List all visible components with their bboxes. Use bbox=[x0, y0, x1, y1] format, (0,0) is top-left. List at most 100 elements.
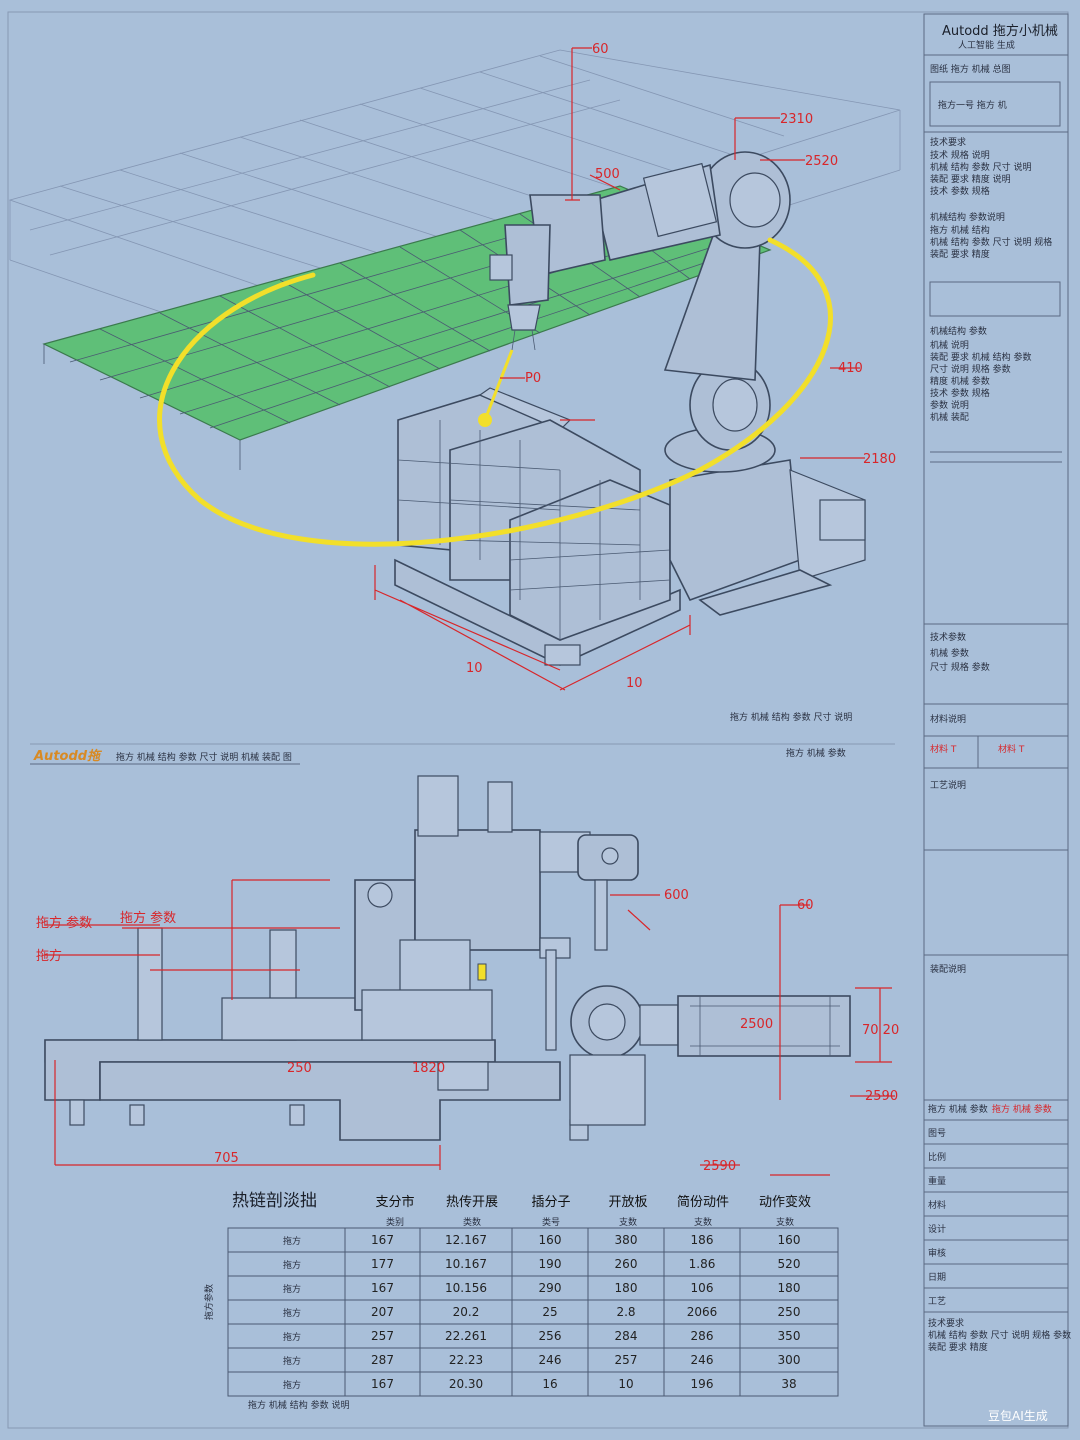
iso-dimensions: 60 2310 2520 500 P0 410 2180 10 10 bbox=[374, 42, 896, 691]
tb-note-line: 机械 结构 参数 尺寸 说明 规格 bbox=[930, 236, 1052, 248]
table-cell: 22.23 bbox=[449, 1353, 483, 1367]
parameter-table: 热链剖淡拙 拖方参数 支分市热传开展插分子开放板简份动件动作变效类别类数类号支数… bbox=[203, 1191, 839, 1411]
table-col-header: 动作变效 bbox=[759, 1194, 811, 1210]
dim-right: 410 bbox=[838, 361, 863, 376]
table-sub-header: 类号 bbox=[542, 1216, 560, 1228]
table-cell: 106 bbox=[691, 1281, 714, 1295]
tb-line1: 图纸 拖方 机械 总图 bbox=[930, 63, 1011, 75]
table-cell: 284 bbox=[615, 1329, 638, 1343]
table-cell: 246 bbox=[539, 1353, 562, 1367]
dim-arm1: 2310 bbox=[780, 112, 813, 127]
dim-top: 60 bbox=[592, 42, 609, 57]
table-cell: 1.86 bbox=[689, 1257, 716, 1271]
tb-note-line: 机械 结构 参数 尺寸 说明 bbox=[930, 161, 1031, 173]
tb-tech-heading: 技术参数 bbox=[930, 631, 966, 643]
tb-brand-sub: 人工智能 生成 bbox=[958, 39, 1015, 51]
table-cell: 2066 bbox=[687, 1305, 718, 1319]
tb-note-line: 技术 参数 规格 bbox=[930, 185, 990, 197]
dim-base: 2590 bbox=[703, 1159, 736, 1174]
dim-left2: 拖方 bbox=[36, 948, 62, 964]
table-side-label: 拖方参数 bbox=[203, 1284, 215, 1320]
pallet-foot bbox=[544, 644, 581, 666]
table-cell: 186 bbox=[691, 1233, 714, 1247]
tb-row-label: 重量 bbox=[928, 1175, 946, 1187]
table-sub-header: 支数 bbox=[776, 1216, 794, 1228]
tb-material-2: 材料 T bbox=[998, 743, 1025, 755]
dim-bottom: 705 bbox=[214, 1151, 239, 1166]
table-cell: 520 bbox=[778, 1257, 801, 1271]
table-col-header: 支分市 bbox=[375, 1194, 414, 1210]
section-bar: Autodd拖 拖方 机械 结构 参数 尺寸 说明 机械 装配 图 拖方 机械 … bbox=[30, 743, 895, 765]
table-cell: 250 bbox=[778, 1305, 801, 1319]
tb-note-line: 精度 机械 参数 bbox=[930, 375, 990, 387]
tb-brand: Autodd 拖方小机械 bbox=[942, 23, 1058, 39]
dim-pallet-width: 10 bbox=[466, 661, 483, 676]
tb-bottom-note: 技术要求 bbox=[928, 1317, 964, 1329]
table-cell: 12.167 bbox=[445, 1233, 487, 1247]
tb-note-line: 装配 要求 机械 结构 参数 bbox=[930, 351, 1031, 363]
main-frame bbox=[99, 1061, 561, 1141]
table-cell: 246 bbox=[691, 1353, 714, 1367]
dim-left3: 拖方 参数 bbox=[120, 910, 176, 926]
table-sub-header: 类数 bbox=[463, 1216, 481, 1228]
tb-note-line: 拖方 机械 结构 bbox=[930, 224, 990, 236]
tb-note-line: 装配 要求 精度 说明 bbox=[930, 173, 1011, 185]
tb-tech-line: 尺寸 规格 参数 bbox=[930, 661, 990, 673]
tb-note-heading-2: 机械结构 参数说明 bbox=[930, 211, 1005, 223]
dim-mid1: 600 bbox=[664, 888, 689, 903]
table-cell: 拖方 bbox=[283, 1283, 301, 1295]
tb-tech-line: 机械 参数 bbox=[930, 647, 969, 659]
dim-p0: P0 bbox=[525, 371, 541, 386]
tool-trajectory bbox=[157, 237, 833, 547]
table-col-header: 简份动件 bbox=[677, 1194, 729, 1210]
section-right-text: 拖方 机械 参数 bbox=[786, 747, 846, 759]
tb-bottom-note: 机械 结构 参数 尺寸 说明 规格 参数 bbox=[928, 1329, 1071, 1341]
table-cell: 180 bbox=[778, 1281, 801, 1295]
table-cell: 拖方 bbox=[283, 1355, 301, 1367]
table-cell: 25 bbox=[542, 1305, 557, 1319]
dim-base: 2180 bbox=[863, 452, 896, 467]
side-dimensions: 拖方 参数 拖方 拖方 参数 705 600 60 70 20 2590 182… bbox=[36, 879, 899, 1176]
robot-pedestal bbox=[669, 459, 801, 601]
table-col-header: 热传开展 bbox=[446, 1195, 498, 1210]
dim-tool: 1820 bbox=[412, 1061, 445, 1076]
isometric-view: 60 2310 2520 500 P0 410 2180 10 10 拖方 机械… bbox=[8, 42, 901, 723]
tb-note-heading-3: 机械结构 参数 bbox=[930, 325, 987, 337]
table-cell: 177 bbox=[371, 1257, 394, 1271]
dim-rail: 250 bbox=[287, 1061, 312, 1076]
table-cell: 180 bbox=[615, 1281, 638, 1295]
table-col-header: 插分子 bbox=[531, 1195, 570, 1210]
table-cell: 拖方 bbox=[283, 1307, 301, 1319]
tb-note-line: 参数 说明 bbox=[930, 399, 969, 411]
table-cell: 167 bbox=[371, 1377, 394, 1391]
tb-note-line: 机械 装配 bbox=[930, 411, 969, 423]
tb-bottom-heading: 拖方 机械 参数 bbox=[928, 1103, 988, 1115]
table-cell: 拖方 bbox=[283, 1259, 301, 1271]
tb-row-label: 设计 bbox=[928, 1223, 946, 1235]
table-cell: 287 bbox=[371, 1353, 394, 1367]
table-cell: 10.167 bbox=[445, 1257, 487, 1271]
table-cell: 300 bbox=[778, 1353, 801, 1367]
dim-right2: 70 20 bbox=[862, 1023, 899, 1038]
table-cell: 10.156 bbox=[445, 1281, 487, 1295]
tb-row-label: 日期 bbox=[928, 1272, 946, 1283]
tb-note-heading-1: 技术要求 bbox=[930, 136, 966, 148]
tb-box bbox=[929, 81, 1061, 127]
table-footer: 拖方 机械 结构 参数 说明 bbox=[248, 1399, 349, 1411]
table-cell: 22.261 bbox=[445, 1329, 487, 1343]
dim-pallet-depth: 10 bbox=[626, 676, 643, 691]
table-cell: 196 bbox=[691, 1377, 714, 1391]
table-sub-header: 支数 bbox=[619, 1216, 637, 1228]
dim-right3: 2590 bbox=[865, 1089, 898, 1104]
